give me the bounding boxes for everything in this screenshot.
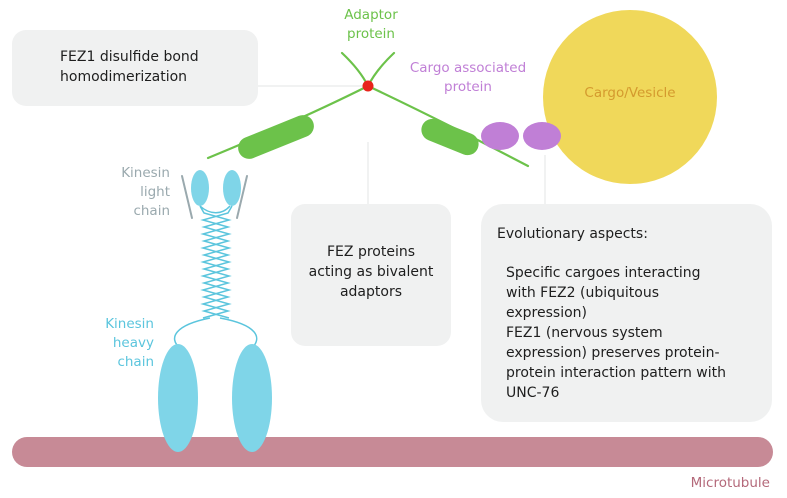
disulfide-bond — [362, 80, 374, 92]
neck-linker — [173, 317, 258, 349]
kinesin-light-chain-label: Kinesin light chain — [121, 165, 170, 219]
adaptor-protein-label: Adaptor protein — [344, 7, 398, 42]
coil-strand-a — [199, 205, 232, 319]
fez1-dimerization-text: FEZ1 disulfide bond homodimerization — [60, 49, 199, 85]
bivalent-adaptors-text: FEZ proteins acting as bivalent adaptors — [308, 244, 434, 300]
microtubule-label: Microtubule — [690, 475, 770, 491]
evolutionary-aspects-title: Evolutionary aspects: — [497, 226, 648, 242]
kinesin-motor-head-right — [232, 344, 272, 452]
cargo-vesicle — [543, 10, 717, 184]
evolutionary-aspects-box: Evolutionary aspects: Specific cargoes i… — [481, 204, 772, 422]
evolutionary-aspects-fez1: FEZ1 (nervous system expression) preserv… — [506, 325, 726, 401]
connector-lines — [258, 85, 546, 204]
cargo-protein-left — [481, 122, 519, 150]
kinesin-light-chain — [181, 170, 248, 219]
coil-strand-b — [200, 205, 233, 319]
microtubule — [12, 437, 773, 467]
kinesin-heavy-chain-label: Kinesin heavy chain — [105, 316, 154, 370]
evolutionary-aspects-fez2: Specific cargoes interacting with FEZ2 (… — [506, 265, 701, 321]
adaptor-domain-left — [238, 115, 314, 159]
adaptor-domain-right — [421, 118, 479, 156]
cargo-protein-right — [523, 122, 561, 150]
kinesin-motor-head-left — [158, 344, 198, 452]
fez1-dimerization-box: FEZ1 disulfide bond homodimerization — [12, 30, 258, 106]
kinesin-heavy-chain — [173, 205, 258, 349]
bivalent-adaptors-box: FEZ proteins acting as bivalent adaptors — [291, 204, 451, 346]
cargo-vesicle-label: Cargo/Vesicle — [584, 85, 676, 101]
cargo-protein-label: Cargo associated protein — [409, 60, 527, 95]
